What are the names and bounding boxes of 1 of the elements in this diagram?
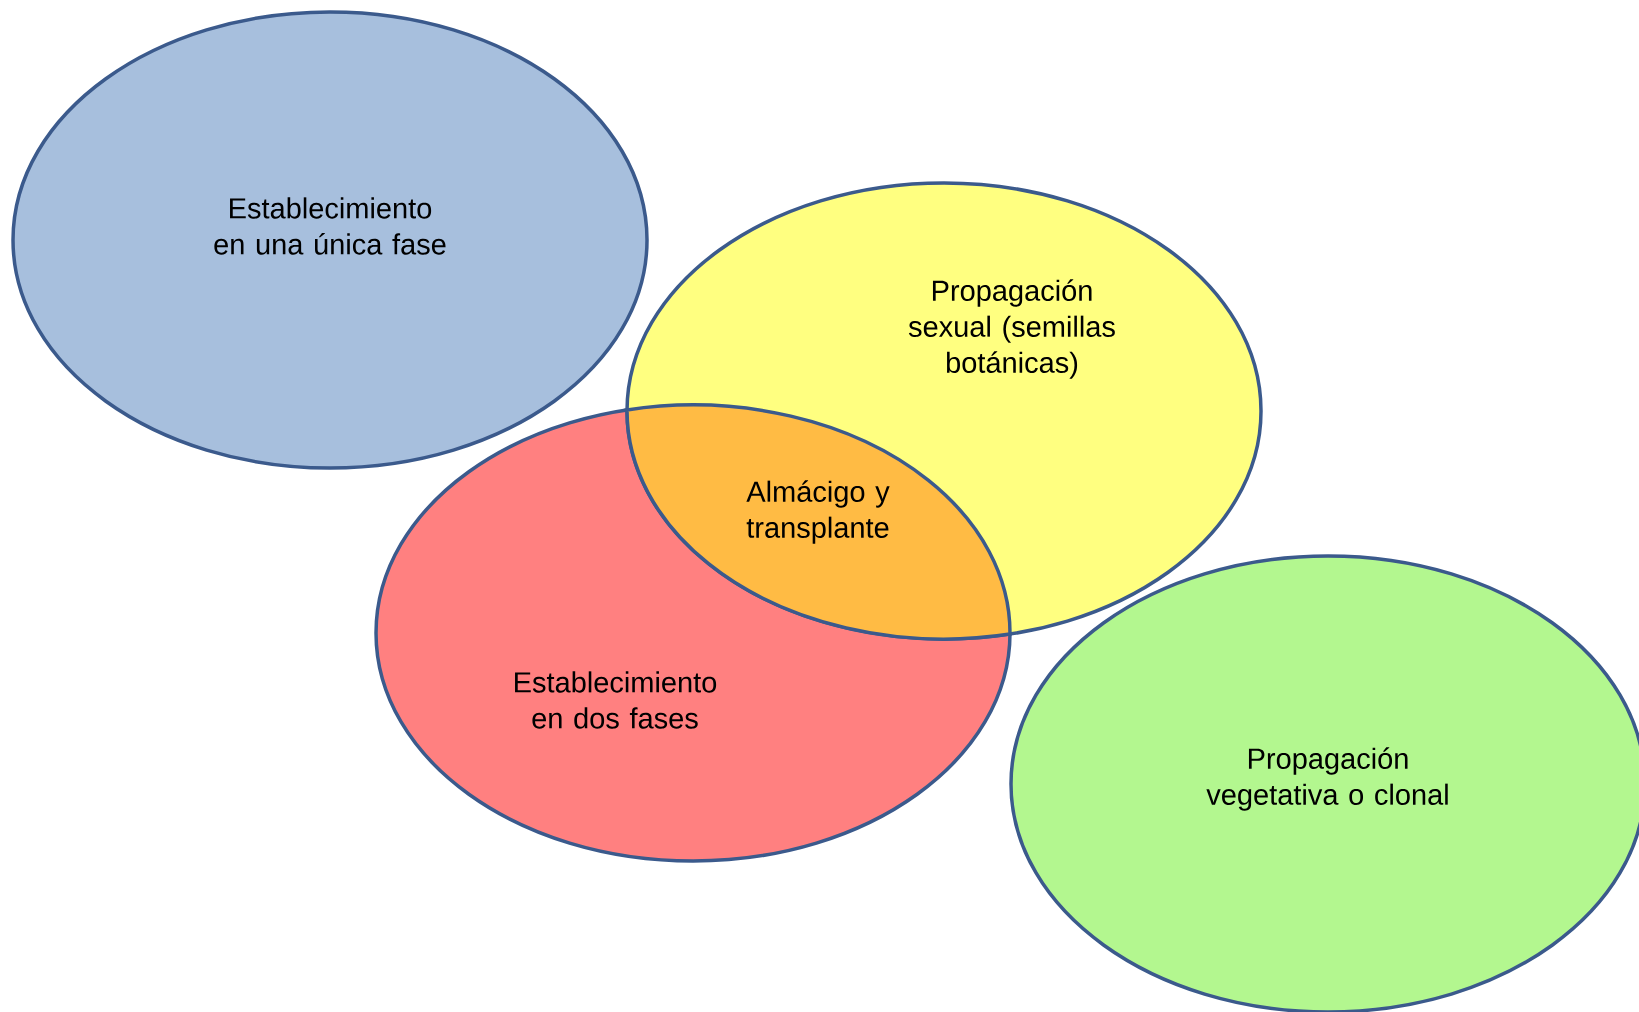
overlap-region: Almácigo y transplante bbox=[625, 403, 1012, 641]
